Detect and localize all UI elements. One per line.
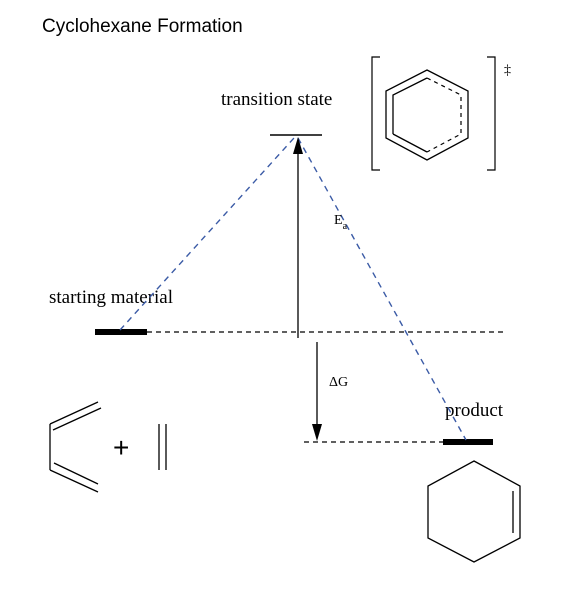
product-level [443,439,493,445]
double-dagger-symbol: ‡ [504,63,511,78]
activation-energy-label: Ea [334,213,348,232]
ring-inner-bonds [392,77,428,134]
page-title: Cyclohexane Formation [42,16,243,37]
delta-g-arrowhead [312,424,322,441]
transition-state-structure: ‡ [371,56,511,171]
starting-material-level [95,329,147,335]
starting-material-label: starting material [49,287,173,308]
activation-energy-arrowhead [293,137,303,154]
ring-dashed-bonds [426,77,462,153]
transition-state-label: transition state [221,89,332,110]
butadiene-structure [49,401,102,493]
reaction-path-fall [297,137,467,441]
plus-sign: + [113,432,129,463]
cyclohexene-structure [427,460,521,563]
reaction-path-rise [119,137,295,331]
ring-outer-hexagon [385,69,469,161]
ethylene-structure [158,424,167,470]
left-bracket [371,56,380,171]
right-bracket [487,56,496,171]
product-label: product [445,400,504,421]
cyclohexene-ring [427,460,521,563]
reactants-structures: + [49,401,167,493]
delta-g-label: ΔG [329,375,348,390]
ring-inner-bond-lower [392,133,428,153]
